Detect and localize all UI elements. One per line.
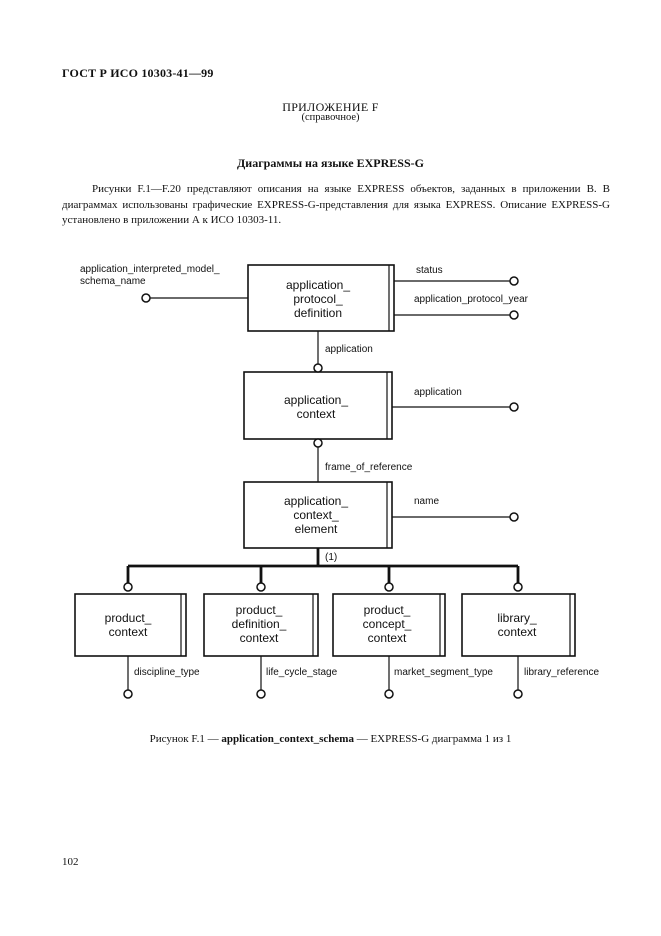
entity-name: context_ (293, 508, 339, 522)
entity-box-product-context (74, 593, 187, 657)
end-circle (313, 438, 323, 448)
end-circle (509, 512, 519, 522)
section-heading: Диаграммы на языке EXPRESS-G (237, 156, 424, 170)
document-id: ГОСТ Р ИСО 10303-41—99 (62, 66, 214, 80)
entity-name: library_ (497, 611, 537, 625)
appendix-subtitle: (справочное) (301, 112, 360, 123)
end-circle (123, 582, 133, 592)
entity-name: application_ (284, 494, 348, 508)
entity-name: context (368, 631, 407, 645)
aims-label: application_interpreted_model_ (80, 264, 220, 275)
entity-name: application_ (284, 393, 348, 407)
status-label: status (416, 265, 443, 276)
end-circle (509, 276, 519, 286)
end-circle (123, 689, 133, 699)
market-segment-type-label: market_segment_type (394, 667, 493, 678)
entity-name: definition_ (232, 617, 287, 631)
caption-prefix: Рисунок F.1 — (149, 733, 222, 745)
appendix-title: ПРИЛОЖЕНИЕ F (282, 100, 379, 114)
entity-name: application_ (286, 278, 350, 292)
end-circle (256, 582, 266, 592)
end-circle (384, 689, 394, 699)
entity-name: context (297, 407, 336, 421)
caption-schema-name: application_context_schema (221, 733, 354, 745)
frame-of-reference-label: frame_of_reference (325, 462, 413, 473)
end-circle (513, 689, 523, 699)
entity-name: context (498, 625, 537, 639)
entity-name: element (295, 522, 338, 536)
end-circle (313, 363, 323, 373)
entity-name: context (240, 631, 279, 645)
entity-name: context (109, 625, 148, 639)
end-circle (513, 582, 523, 592)
entity-name: concept_ (363, 617, 412, 631)
name-label: name (414, 496, 439, 507)
discipline-type-label: discipline_type (134, 667, 200, 678)
figure-caption: Рисунок F.1 — application_context_schema… (0, 733, 661, 745)
entity-name: product_ (364, 603, 411, 617)
end-circle (141, 293, 151, 303)
application-attr-label: application (414, 387, 462, 398)
life-cycle-stage-label: life_cycle_stage (266, 667, 338, 678)
apy-label: application_protocol_year (414, 294, 529, 305)
end-circle (509, 402, 519, 412)
caption-suffix: — EXPRESS-G диаграмма 1 из 1 (353, 733, 512, 745)
end-circle (256, 689, 266, 699)
entity-name: product_ (105, 611, 152, 625)
entity-name: definition (294, 306, 342, 320)
supertype-marker: (1) (325, 552, 337, 563)
intro-paragraph: Рисунки F.1—F.20 представляют описания н… (62, 183, 610, 226)
page-number: 102 (62, 856, 79, 868)
application-relationship-label: application (325, 344, 373, 355)
library-reference-label: library_reference (524, 667, 599, 678)
entity-name: protocol_ (293, 292, 343, 306)
entity-name: product_ (236, 603, 283, 617)
end-circle (509, 310, 519, 320)
aims-label: schema_name (80, 276, 146, 287)
end-circle (384, 582, 394, 592)
